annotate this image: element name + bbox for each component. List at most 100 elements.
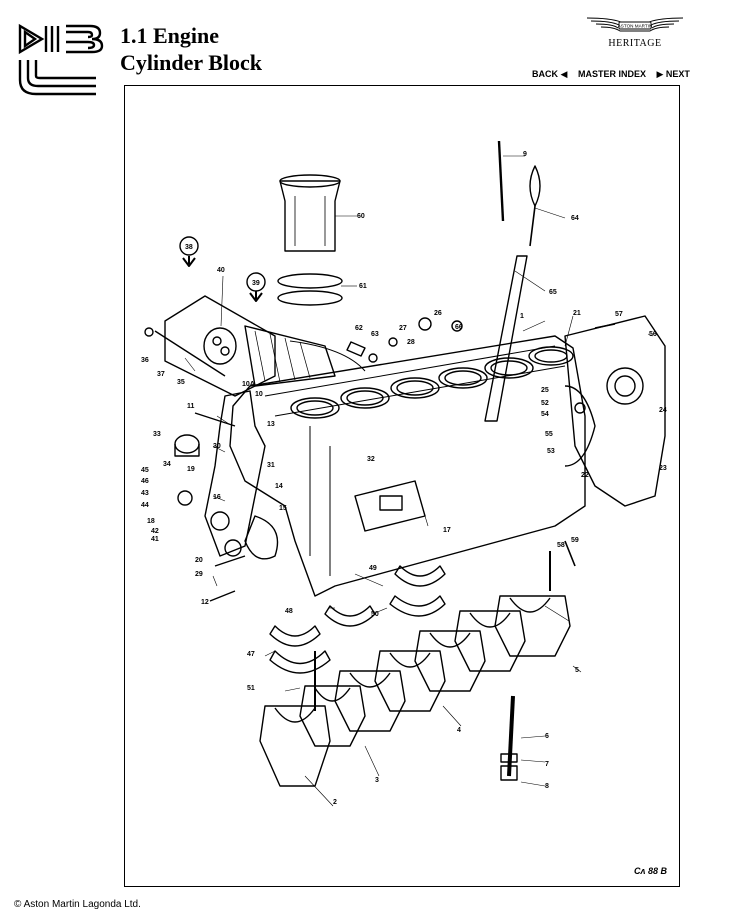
bearing-shell bbox=[389, 595, 446, 617]
part-callout-3: 3 bbox=[375, 777, 379, 784]
cylinder-liner bbox=[279, 180, 341, 252]
part-callout-29: 29 bbox=[195, 571, 203, 578]
next-arrow-icon: ▶ bbox=[656, 69, 664, 79]
main-bearing-cap bbox=[374, 650, 446, 712]
brand-logo-text: ASTON MARTIN bbox=[618, 24, 653, 29]
part-callout-50: 50 bbox=[371, 611, 379, 618]
part-callout-11: 11 bbox=[187, 403, 195, 410]
part-callout-42: 42 bbox=[151, 528, 159, 535]
part-callout-26: 26 bbox=[434, 310, 442, 317]
oil-filter-assembly bbox=[164, 295, 276, 397]
part-callout-17: 17 bbox=[443, 527, 451, 534]
part-callout-2: 2 bbox=[333, 799, 337, 806]
main-bearing-cap bbox=[334, 670, 406, 732]
main-bearing-cap bbox=[299, 685, 366, 747]
part-callout-21: 21 bbox=[573, 310, 581, 317]
part-callout-52: 52 bbox=[541, 400, 549, 407]
title-line-1: 1.1 Engine bbox=[120, 23, 220, 48]
part-callout-46: 46 bbox=[141, 478, 149, 485]
arrow-icon bbox=[249, 291, 263, 302]
part-callout-44: 44 bbox=[141, 502, 149, 509]
part-callout-51: 51 bbox=[247, 685, 255, 692]
part-callout-8: 8 bbox=[545, 783, 549, 790]
part-callout-18: 18 bbox=[147, 518, 155, 525]
dbs-logo-mark bbox=[18, 23, 104, 96]
part-callout-25: 25 bbox=[541, 387, 549, 394]
part-callout-38: 38 bbox=[185, 244, 193, 251]
part-callout-62: 62 bbox=[355, 325, 363, 332]
dipstick-tube bbox=[484, 255, 528, 422]
part-callout-64: 64 bbox=[571, 215, 579, 222]
main-bearing-stud bbox=[507, 695, 515, 777]
next-label: NEXT bbox=[665, 69, 690, 79]
part-callout-10: 10 bbox=[255, 391, 263, 398]
part-callout-12: 12 bbox=[201, 599, 209, 606]
bearing-shell bbox=[394, 565, 446, 587]
part-callout-10a: 10A bbox=[242, 381, 255, 388]
heritage-label: HERITAGE bbox=[608, 38, 662, 49]
part-callout-48: 48 bbox=[285, 608, 293, 615]
part-callout-56: 56 bbox=[649, 331, 657, 338]
main-bearing-cap bbox=[494, 595, 571, 657]
part-callout-27: 27 bbox=[399, 325, 407, 332]
dipstick-handle bbox=[529, 165, 541, 207]
title-line-2: Cylinder Block bbox=[120, 50, 263, 75]
drawing-code: Cᴧ 88 B bbox=[634, 866, 667, 876]
back-link[interactable]: BACK ◀ bbox=[532, 69, 567, 79]
part-callout-34: 34 bbox=[163, 461, 171, 468]
part-callout-14: 14 bbox=[275, 483, 283, 490]
arrow-icon bbox=[182, 256, 196, 267]
liner-seal-ring bbox=[277, 290, 343, 306]
back-label: BACK bbox=[532, 69, 558, 79]
part-callout-66: 66 bbox=[455, 324, 463, 331]
next-link[interactable]: ▶ NEXT bbox=[656, 69, 689, 79]
aston-martin-wings-logo: ASTON MARTIN bbox=[586, 17, 684, 32]
back-arrow-icon: ◀ bbox=[560, 69, 568, 79]
part-callout-47: 47 bbox=[247, 651, 255, 658]
part-callout-58: 58 bbox=[557, 542, 565, 549]
page-title: 1.1 Engine Cylinder Block bbox=[120, 22, 262, 76]
side-cover-plate bbox=[354, 480, 426, 532]
part-callout-60: 60 bbox=[357, 213, 365, 220]
part-callout-57: 57 bbox=[615, 311, 623, 318]
liner-seal-ring bbox=[277, 273, 343, 289]
part-callout-33: 33 bbox=[153, 431, 161, 438]
copyright-notice: © Aston Martin Lagonda Ltd. bbox=[14, 899, 141, 910]
signature-mark: Cᴧ bbox=[633, 866, 646, 876]
part-callout-65: 65 bbox=[549, 289, 557, 296]
part-callout-9: 9 bbox=[523, 151, 527, 158]
engine-block bbox=[229, 335, 586, 597]
part-callout-1: 1 bbox=[520, 313, 524, 320]
part-callout-45: 45 bbox=[141, 467, 149, 474]
rear-end-plate bbox=[564, 315, 666, 507]
part-callout-49: 49 bbox=[369, 565, 377, 572]
front-end-plate bbox=[204, 390, 266, 557]
bearing-shell bbox=[324, 605, 376, 627]
part-callout-30: 30 bbox=[213, 443, 221, 450]
part-callout-24: 24 bbox=[659, 407, 667, 414]
part-callout-28: 28 bbox=[407, 339, 415, 346]
part-callout-22: 22 bbox=[581, 472, 589, 479]
part-callout-7: 7 bbox=[545, 761, 549, 768]
part-callout-39: 39 bbox=[252, 280, 260, 287]
callout-circle bbox=[179, 236, 199, 256]
part-callout-54: 54 bbox=[541, 411, 549, 418]
part-callout-40: 40 bbox=[217, 267, 225, 274]
part-callout-53: 53 bbox=[547, 448, 555, 455]
rear-main-bearing-cap bbox=[259, 705, 331, 787]
part-callout-37: 37 bbox=[157, 371, 165, 378]
aston-martin-badge: ASTON MARTIN HERITAGE bbox=[585, 12, 685, 49]
part-callout-32: 32 bbox=[367, 456, 375, 463]
navigation-bar: BACK ◀ MASTER INDEX ▶ NEXT bbox=[532, 69, 690, 80]
part-callout-63: 63 bbox=[371, 331, 379, 338]
part-callout-36: 36 bbox=[141, 357, 149, 364]
part-callout-16: 16 bbox=[213, 494, 221, 501]
callout-circle bbox=[246, 272, 266, 292]
part-callout-19: 19 bbox=[187, 466, 195, 473]
master-index-link[interactable]: MASTER INDEX bbox=[577, 69, 646, 79]
part-callout-43: 43 bbox=[141, 490, 149, 497]
part-callout-5: 5 bbox=[575, 667, 579, 674]
filter-bolt bbox=[154, 330, 226, 377]
part-callout-61: 61 bbox=[359, 283, 367, 290]
